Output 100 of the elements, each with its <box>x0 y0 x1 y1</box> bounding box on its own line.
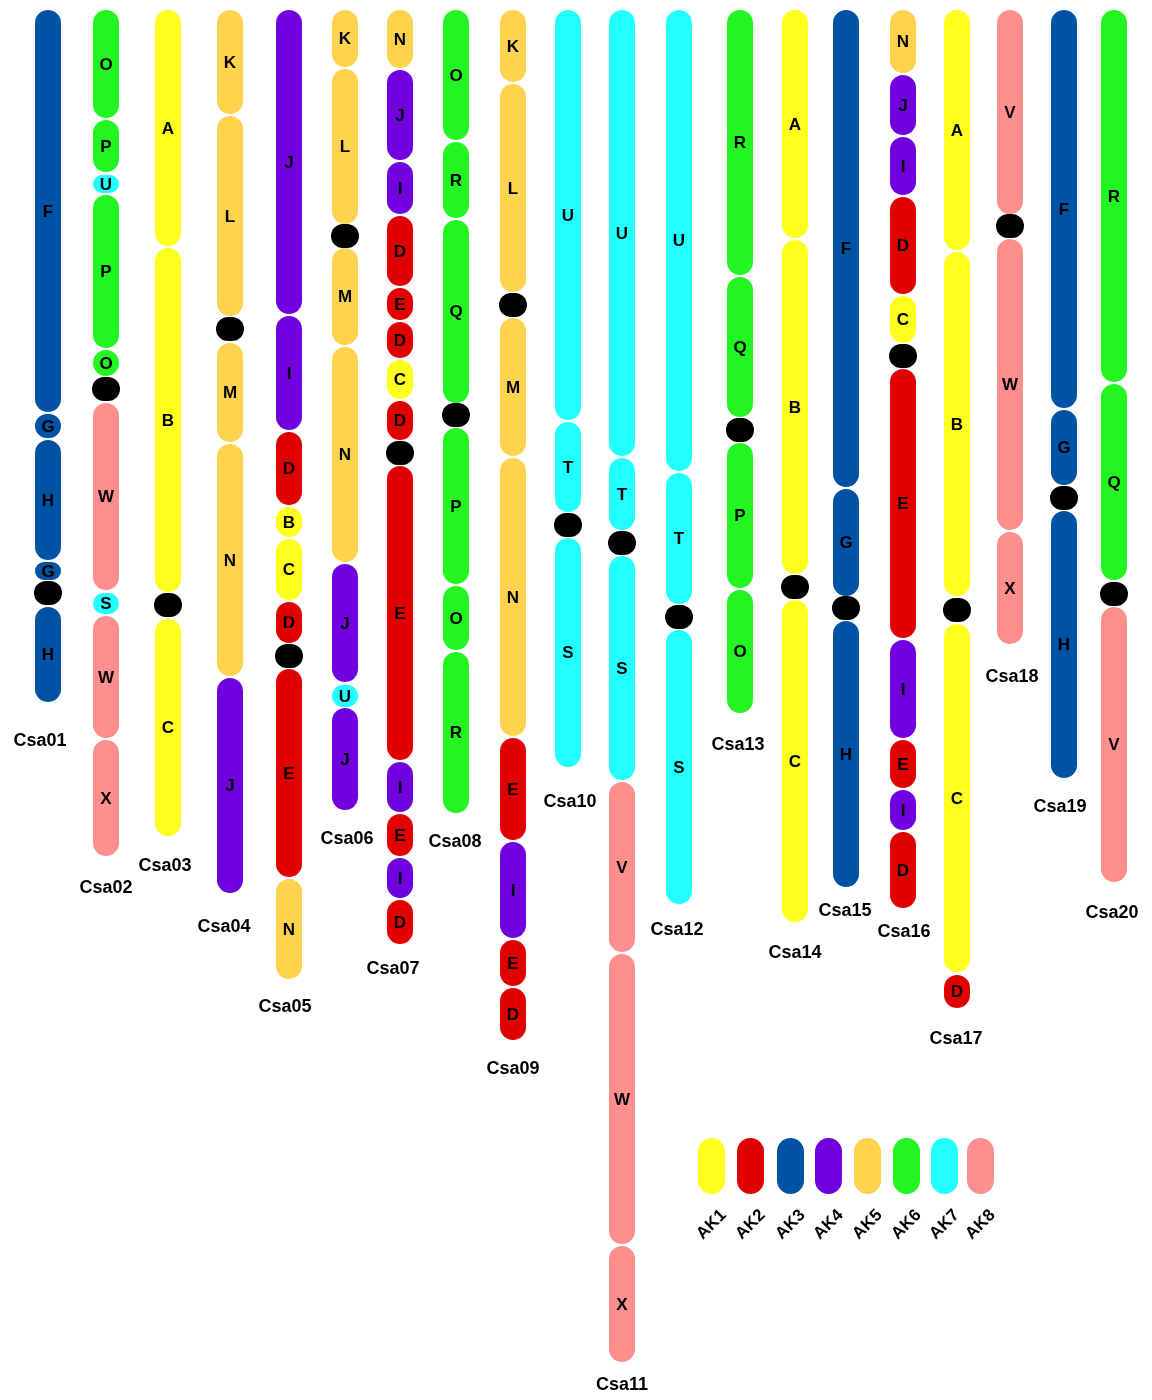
chromosome-segment: M <box>332 248 358 345</box>
chromosome-segment: E <box>387 466 413 760</box>
chromosome-segment: E <box>387 288 413 320</box>
chromosome-segment: D <box>387 401 413 440</box>
chromosome-segment: P <box>727 443 753 588</box>
chromosome-segment: D <box>890 197 916 294</box>
chromosome-label: Csa11 <box>595 1373 649 1395</box>
chromosome-label: Csa16 <box>877 920 931 942</box>
centromere <box>442 403 470 427</box>
chromosome-segment: K <box>217 10 243 114</box>
chromosome-segment: I <box>387 762 413 812</box>
chromosome-segment: T <box>609 458 635 530</box>
chromosome-segment: J <box>332 708 358 810</box>
centromere <box>1050 486 1078 510</box>
chromosome-segment: K <box>332 10 358 67</box>
chromosome-segment: E <box>500 940 526 986</box>
chromosome-segment: S <box>555 538 581 767</box>
chromosome-segment: A <box>782 10 808 238</box>
chromosome-segment: X <box>93 740 119 856</box>
chromosome-segment: C <box>890 296 916 343</box>
centromere <box>34 581 62 605</box>
chromosome-segment: A <box>944 10 970 250</box>
chromosome-segment: O <box>443 586 469 650</box>
chromosome-segment: S <box>93 593 119 614</box>
chromosome-segment: W <box>997 239 1023 530</box>
centromere <box>665 605 693 629</box>
chromosome-segment: I <box>387 858 413 898</box>
chromosome-segment: T <box>555 422 581 512</box>
chromosome-label: Csa05 <box>258 995 312 1017</box>
chromosome-segment: U <box>609 10 635 456</box>
chromosome-segment: H <box>35 440 61 560</box>
centromere <box>275 644 303 668</box>
chromosome-segment: L <box>217 116 243 316</box>
centromere <box>726 418 754 442</box>
chromosome-segment: I <box>890 790 916 830</box>
chromosome-segment: I <box>276 316 302 430</box>
chromosome-label: Csa14 <box>768 941 822 963</box>
chromosome-segment: N <box>332 347 358 562</box>
chromosome-segment: B <box>155 248 181 592</box>
centromere <box>608 531 636 555</box>
chromosome-segment: N <box>387 10 413 68</box>
centromere <box>499 293 527 317</box>
chromosome-segment: I <box>890 640 916 738</box>
chromosome-segment: D <box>387 900 413 944</box>
chromosome-segment: G <box>35 562 61 580</box>
chromosome-segment: P <box>443 428 469 584</box>
chromosome-segment: F <box>1051 10 1077 408</box>
chromosome-segment: O <box>93 350 119 376</box>
chromosome-segment: B <box>276 507 302 537</box>
chromosome-label: Csa17 <box>929 1027 983 1049</box>
chromosome-segment: Q <box>727 277 753 417</box>
chromosome-segment: G <box>1051 410 1077 485</box>
chromosome-segment: B <box>782 240 808 574</box>
chromosome-segment: A <box>155 10 181 246</box>
chromosome-label: Csa13 <box>711 733 765 755</box>
chromosome-segment: H <box>35 607 61 702</box>
chromosome-segment: C <box>155 619 181 836</box>
chromosome-segment: I <box>890 137 916 195</box>
centromere <box>386 441 414 465</box>
centromere <box>996 214 1024 238</box>
chromosome-label: Csa06 <box>320 827 374 849</box>
chromosome-segment: W <box>93 616 119 738</box>
chromosome-label: Csa12 <box>650 918 704 940</box>
chromosome-segment: D <box>276 432 302 505</box>
chromosome-label: Csa09 <box>486 1057 540 1079</box>
chromosome-segment: J <box>890 75 916 135</box>
chromosome-segment: M <box>500 318 526 456</box>
chromosome-segment: J <box>276 10 302 314</box>
chromosome-segment: D <box>890 832 916 908</box>
chromosome-segment: D <box>387 322 413 358</box>
chromosome-segment: N <box>500 458 526 736</box>
centromere <box>154 593 182 617</box>
chromosome-segment: R <box>727 10 753 275</box>
chromosome-segment: N <box>217 444 243 676</box>
chromosome-label: Csa04 <box>197 915 251 937</box>
centromere <box>1100 582 1128 606</box>
chromosome-segment: P <box>93 120 119 172</box>
chromosome-segment: I <box>387 162 413 214</box>
chromosome-segment: O <box>443 10 469 140</box>
chromosome-label: Csa20 <box>1085 901 1139 923</box>
chromosome-segment: L <box>500 84 526 292</box>
chromosome-segment: O <box>93 10 119 118</box>
chromosome-segment: N <box>890 10 916 73</box>
chromosome-segment: H <box>833 621 859 887</box>
chromosome-segment: G <box>833 489 859 596</box>
chromosome-segment: C <box>276 539 302 600</box>
chromosome-segment: X <box>997 532 1023 644</box>
chromosome-segment: N <box>276 879 302 979</box>
centromere <box>216 317 244 341</box>
chromosome-segment: V <box>997 10 1023 214</box>
chromosome-segment: R <box>443 652 469 813</box>
chromosome-segment: J <box>217 678 243 893</box>
chromosome-segment: U <box>666 10 692 471</box>
chromosome-label: Csa01 <box>13 729 67 751</box>
chromosome-segment: R <box>443 142 469 218</box>
chromosome-segment: F <box>833 10 859 487</box>
chromosome-segment: E <box>500 738 526 840</box>
chromosome-segment: D <box>500 988 526 1040</box>
chromosome-segment: Q <box>443 220 469 403</box>
centromere <box>331 224 359 248</box>
